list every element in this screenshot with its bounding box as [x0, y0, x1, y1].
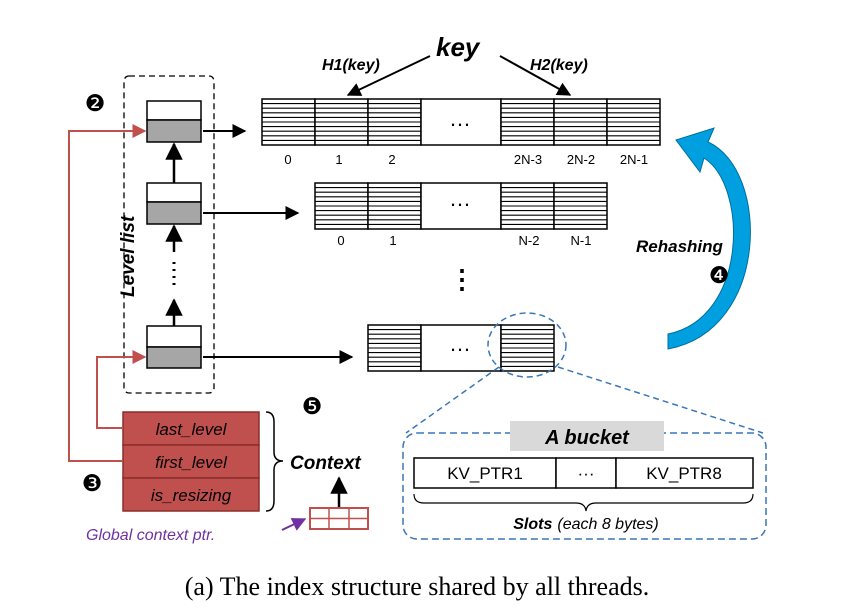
badge-5: ❺	[302, 393, 323, 419]
top-index-4: 2N-2	[567, 152, 595, 167]
context-field-last-level-text: last_level	[156, 420, 228, 439]
bucket-slot-1: KV_PTR1	[447, 464, 523, 483]
array-gap-cell	[420, 182, 502, 230]
hash1-arrow	[346, 55, 431, 96]
mid-index-3: N-1	[571, 233, 592, 248]
hash1-label: H1(key)	[322, 57, 380, 74]
last-level-pointer	[96, 350, 147, 429]
level-node-top	[146, 100, 202, 143]
rehashing-arrow	[667, 127, 751, 350]
slots-brace	[413, 493, 754, 512]
key-label: key	[436, 32, 481, 62]
top-array-gap: …	[449, 106, 471, 131]
hash2-arrow	[499, 55, 572, 96]
mid-index-1: 1	[389, 233, 396, 248]
mid-level-array	[314, 182, 608, 230]
bottom-array-gap: …	[449, 331, 471, 356]
figure-caption: (a) The index structure shared by all th…	[185, 572, 649, 601]
level-vertical-ellipsis: ⋮	[449, 264, 475, 294]
context-struct: last_level first_level is_resizing	[122, 411, 260, 512]
level-node-bottom	[146, 325, 202, 369]
hash2-label: H2(key)	[530, 57, 588, 74]
context-field-is-resizing	[122, 477, 260, 512]
zoom-circle	[487, 312, 567, 378]
first-level-pointer	[68, 124, 147, 462]
array-gap-cell	[420, 98, 502, 146]
mid-array-indices: 0 1 N-2 N-1	[337, 233, 591, 248]
bucket-title: A bucket	[544, 427, 630, 449]
bottom-level-array	[367, 324, 555, 372]
top-array-indices: 0 1 2 2N-3 2N-2 2N-1	[284, 152, 648, 167]
context-field-first-level-text: first_level	[155, 453, 228, 472]
bucket-cell-0	[261, 98, 316, 146]
top-index-1: 1	[335, 152, 342, 167]
bucket-cell-0	[367, 324, 422, 372]
bucket-title-bg	[510, 421, 664, 451]
level-node-mid	[146, 182, 202, 225]
slots-label-note: (each 8 bytes)	[557, 516, 658, 533]
level-list-frame	[123, 75, 215, 394]
bucket-cell-5	[553, 98, 608, 146]
bucket-cell-6	[606, 98, 661, 146]
global-context-ptr-box	[309, 507, 369, 530]
top-index-3: 2N-3	[514, 152, 542, 167]
top-index-0: 0	[284, 152, 291, 167]
mid-array-gap: …	[449, 186, 471, 211]
slots-label: Slots (each 8 bytes)	[513, 516, 659, 533]
slots-label-main: Slots	[513, 516, 552, 533]
level-list-label: Level list	[118, 215, 139, 297]
bucket-cell-4	[553, 182, 608, 230]
badge-2: ❷	[85, 90, 106, 116]
bucket-slot-gap: ···	[578, 464, 595, 483]
bucket-cell-0	[314, 182, 369, 230]
zoom-line-right	[557, 366, 764, 434]
context-label: Context	[290, 453, 361, 474]
global-ptr-arrow	[281, 518, 307, 531]
mid-index-0: 0	[337, 233, 344, 248]
rehashing-label: Rehashing	[636, 237, 724, 256]
bucket-cell-3	[500, 182, 555, 230]
badge-4: ❹	[709, 262, 730, 288]
bucket-slots: KV_PTR1 ··· KV_PTR8	[413, 457, 754, 489]
top-level-array	[261, 98, 661, 146]
bucket-cell-2	[500, 324, 555, 372]
bucket-cell-4	[500, 98, 555, 146]
context-field-is-resizing-text: is_resizing	[151, 486, 232, 505]
bucket-cell-2	[367, 98, 422, 146]
bucket-slot-8: KV_PTR8	[646, 464, 722, 483]
bucket-cell-1	[314, 98, 369, 146]
global-context-ptr-label: Global context ptr.	[86, 527, 215, 544]
context-brace	[265, 411, 284, 512]
bucket-cell-1	[367, 182, 422, 230]
top-index-2: 2	[388, 152, 395, 167]
context-field-first-level	[122, 444, 260, 479]
zoom-line-left	[405, 366, 500, 434]
badge-3: ❸	[82, 470, 103, 496]
top-index-5: 2N-1	[620, 152, 648, 167]
mid-index-2: N-2	[519, 233, 540, 248]
